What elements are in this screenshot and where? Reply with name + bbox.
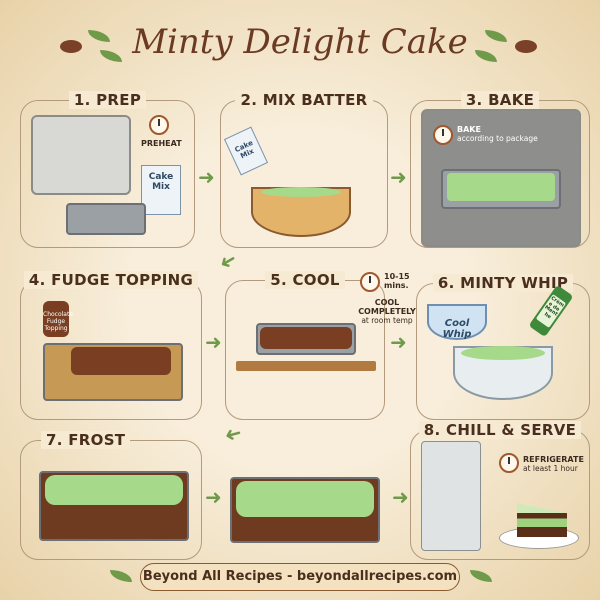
step-title: 6. MINTY WHIP <box>432 274 574 292</box>
step-title: 7. FROST <box>41 431 131 449</box>
arrow-icon: ➜ <box>392 485 409 509</box>
step-title: 1. PREP <box>68 91 147 109</box>
baking-pan <box>66 203 146 235</box>
cake-slice <box>517 503 567 537</box>
frost-panel-2 <box>225 440 385 560</box>
clock-icon <box>433 125 453 145</box>
green-batter <box>447 173 555 201</box>
arrow-icon: ➜ <box>205 330 222 354</box>
cool-time: 10-15 mins. <box>384 272 410 291</box>
wooden-table <box>236 361 376 371</box>
step-2-panel: 2. MIX BATTER Cake Mix <box>220 91 388 248</box>
refrigerator <box>421 441 481 551</box>
step-6-panel: 6. MINTY WHIP Cool Whip Crème de Menthe <box>416 274 590 420</box>
cool-whip-tub: Cool Whip <box>427 304 487 340</box>
fudge-jar: Chocolate Fudge Topping <box>43 301 73 337</box>
creme-de-menthe-bottle: Crème de Menthe <box>528 284 574 338</box>
arrow-icon: ➜ <box>390 165 407 189</box>
clock-icon <box>499 453 519 473</box>
green-batter <box>261 187 341 197</box>
step-title: 2. MIX BATTER <box>235 91 373 109</box>
step-title: 4. FUDGE TOPPING <box>23 271 199 289</box>
cocoa-bean-icon <box>60 40 82 53</box>
cake-mix-box: Cake Mix <box>223 126 269 176</box>
preheat-note: PREHEAT <box>141 139 182 148</box>
step-4-panel: 4. FUDGE TOPPING Chocolate Fudge Topping <box>20 271 202 420</box>
mint-frosting <box>45 475 183 505</box>
bottle-label: Crème de Menthe <box>535 294 567 328</box>
clock-icon <box>149 115 169 135</box>
arrow-icon: ➜ <box>390 330 407 354</box>
arrow-icon: ➜ <box>205 485 222 509</box>
step-title: 8. CHILL & SERVE <box>418 421 582 439</box>
arrow-icon: ➜ <box>198 165 215 189</box>
cocoa-bean-icon <box>515 40 537 53</box>
fudge-layer <box>260 327 352 349</box>
step-5-panel: 5. COOL <box>225 271 385 420</box>
step-1-panel: 1. PREP PREHEAT Cake Mix <box>20 91 195 248</box>
cake-mix-box: Cake Mix <box>141 165 181 215</box>
page-title: Minty Delight Cake <box>132 22 468 62</box>
clock-icon <box>360 272 380 292</box>
step-title: 5. COOL <box>265 271 345 289</box>
oven-illustration <box>31 115 131 195</box>
step-7-panel: 7. FROST <box>20 431 202 560</box>
footer-banner: Beyond All Recipes - beyondallrecipes.co… <box>140 563 460 591</box>
fudge-layer <box>71 347 171 375</box>
step-title: 3. BAKE <box>460 91 540 109</box>
mint-whip <box>461 346 545 360</box>
mint-frosting <box>236 481 374 517</box>
